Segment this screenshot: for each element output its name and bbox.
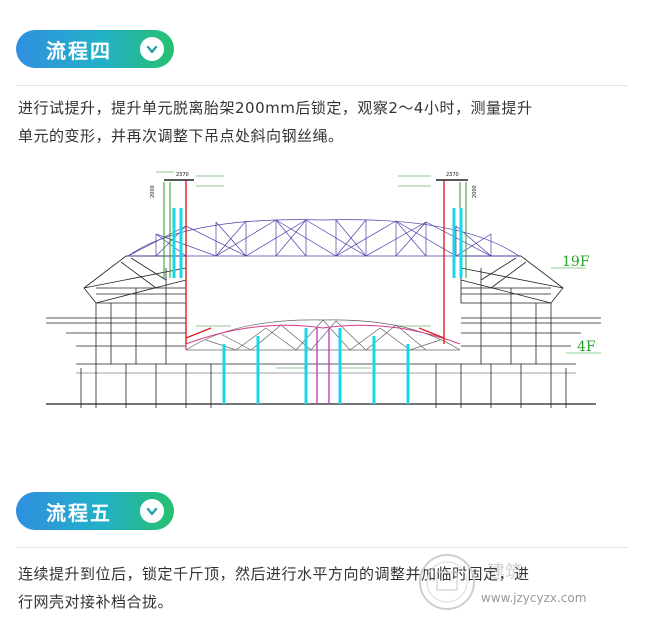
chevron-down-icon [140, 37, 164, 61]
watermark: 建筑 www.jzycyzx.com [419, 554, 586, 610]
lifting-diagram: 2370 2370 2000 2000 19F 4F [46, 171, 601, 408]
chevron-down-icon [140, 499, 164, 523]
dim-top-right: 2370 [446, 172, 459, 178]
watermark-text: 建筑 [487, 562, 523, 583]
section-4-header: 流程四 [16, 30, 174, 68]
dim-side-right: 2000 [472, 185, 478, 198]
support-posts [172, 208, 463, 404]
section-5-title: 流程五 [46, 500, 112, 525]
watermark-seal-icon [419, 554, 475, 610]
section-4-divider [16, 85, 628, 86]
watermark-url: www.jzycyzx.com [481, 591, 586, 605]
tower-columns [163, 182, 467, 278]
dim-top-left: 2370 [176, 172, 189, 178]
floor-19-label: 19F [562, 254, 590, 270]
section-5-divider [16, 547, 628, 548]
section-5-paragraph: 连续提升到位后，锁定千斤顶，然后进行水平方向的调整并加临时固定，进 行网壳对接补… [18, 560, 630, 616]
dim-side-left: 2000 [150, 185, 156, 198]
section-5-line-2: 行网壳对接补档合拢。 [18, 593, 174, 611]
left-building [46, 255, 212, 408]
right-building [435, 255, 601, 408]
section-4-paragraph: 进行试提升，提升单元脱离胎架200mm后锁定，观察2～4小时，测量提升 单元的变… [18, 94, 630, 150]
section-4-line-2: 单元的变形，并再次调整下吊点处斜向钢丝绳。 [18, 127, 344, 145]
annotations [156, 171, 431, 369]
section-4-line-1: 进行试提升，提升单元脱离胎架200mm后锁定，观察2～4小时，测量提升 [18, 99, 533, 117]
section-5-header: 流程五 [16, 492, 174, 530]
lower-dome [185, 319, 461, 351]
section-5-line-1: 连续提升到位后，锁定千斤顶，然后进行水平方向的调整并加临时固定，进 [18, 565, 530, 583]
section-4-title: 流程四 [46, 38, 112, 63]
lifting-cables [185, 180, 445, 344]
floor-4-label: 4F [577, 339, 596, 355]
